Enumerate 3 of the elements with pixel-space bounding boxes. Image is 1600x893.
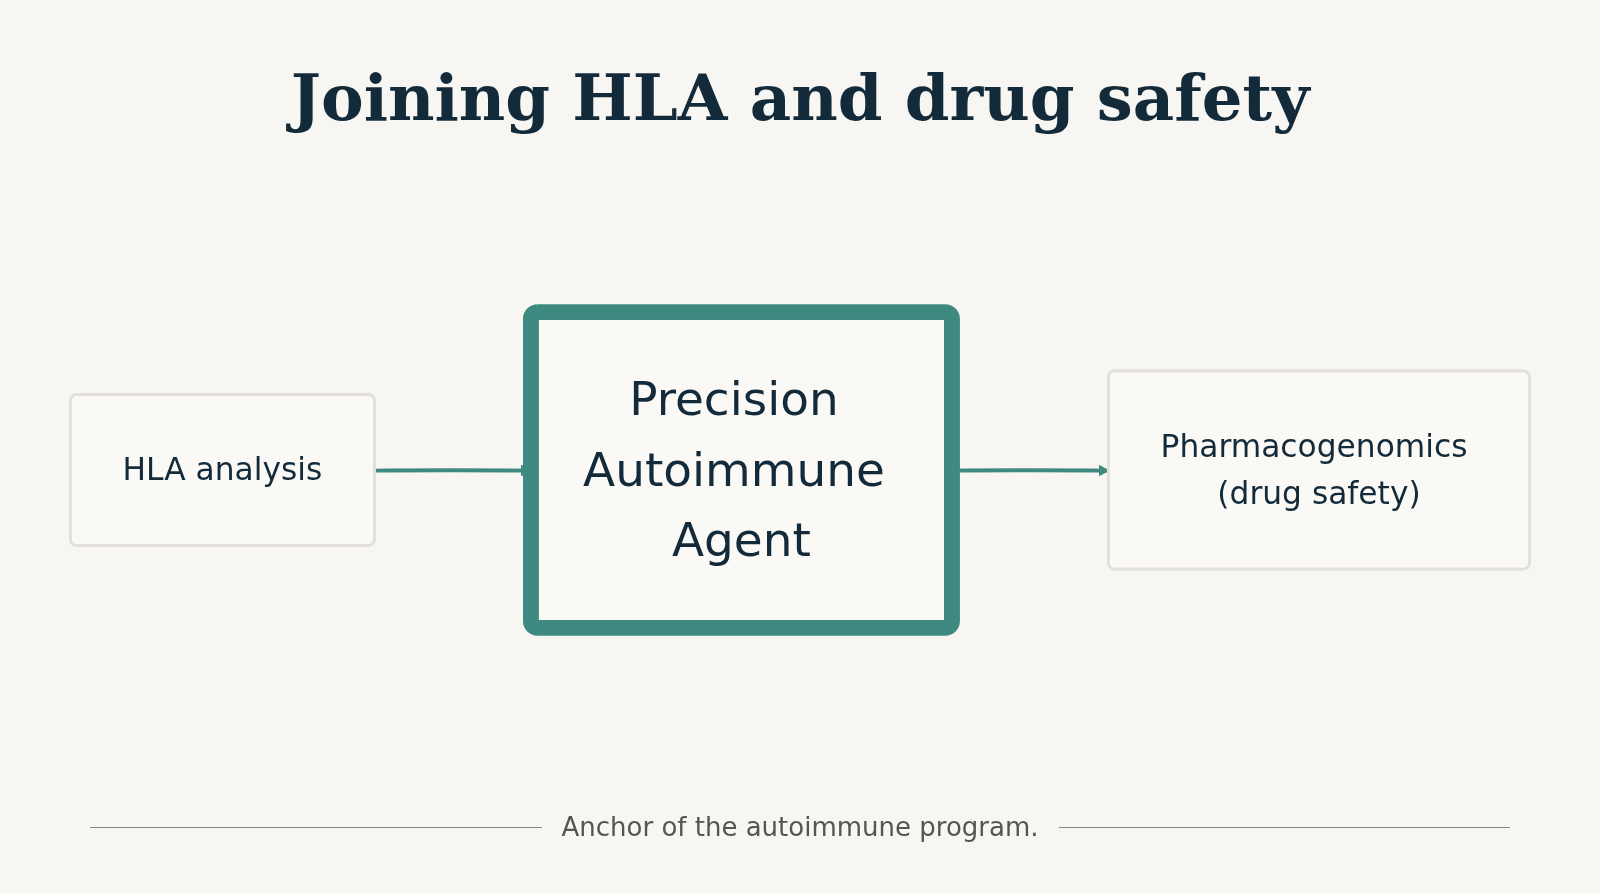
caption: Anchor of the autoimmune program. <box>561 812 1039 842</box>
diagram-title: Joining HLA and drug safety <box>0 60 1600 135</box>
node-text: HLA analysis <box>122 451 323 489</box>
